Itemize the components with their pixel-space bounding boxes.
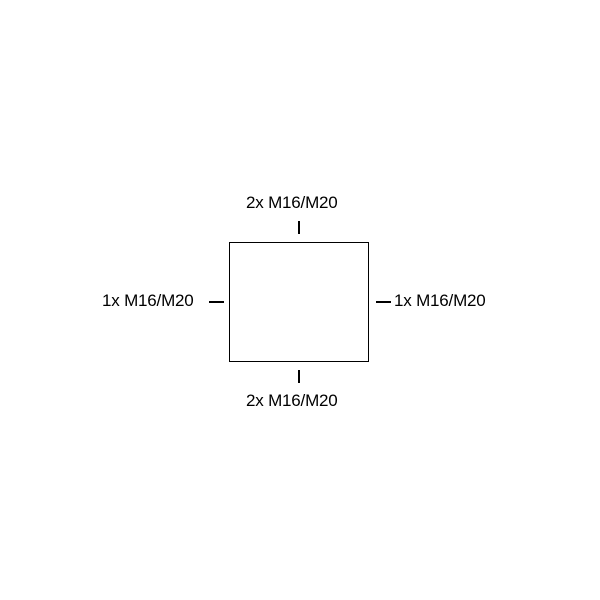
right-entry-tick [376, 301, 391, 303]
enclosure-outline [229, 242, 369, 362]
top-entry-tick [298, 221, 300, 234]
right-entry-label: 1x M16/M20 [394, 291, 486, 310]
left-entry-label: 1x M16/M20 [102, 291, 194, 310]
top-entry-label: 2x M16/M20 [246, 193, 338, 212]
bottom-entry-tick [298, 370, 300, 383]
left-entry-tick [209, 301, 224, 303]
bottom-entry-label: 2x M16/M20 [246, 391, 338, 410]
